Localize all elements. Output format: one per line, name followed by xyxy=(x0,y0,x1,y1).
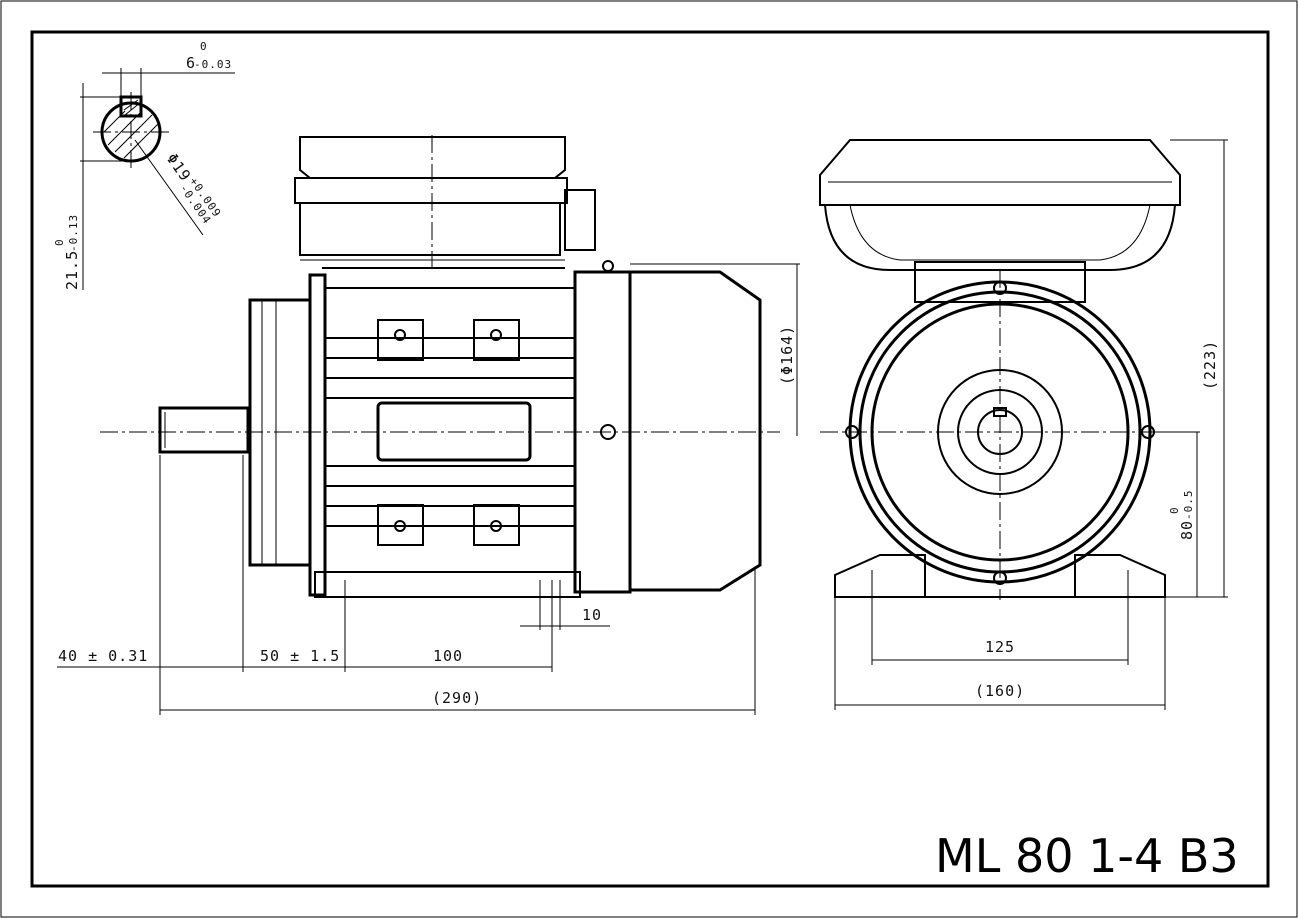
drawing-frame xyxy=(30,30,1270,888)
key-height-tol-lower: -0.13 xyxy=(67,214,80,252)
shaft-length-dim: 40 ± 0.31 xyxy=(58,647,148,665)
shaft-height-dim: 80 xyxy=(1178,520,1196,540)
shaft-height-tol-upper: 0 xyxy=(1168,506,1181,514)
key-width-tol-lower: -0.03 xyxy=(194,58,232,71)
key-width-tol-upper: 0 xyxy=(200,40,208,53)
foot-hole-spacing-side-dim: 100 xyxy=(433,647,463,665)
frame-diameter-dim: (Φ164) xyxy=(778,325,796,385)
shaft-height-tol-lower: -0.5 xyxy=(1182,490,1195,521)
foot-hole-dia-dim: 10 xyxy=(582,606,602,624)
shoulder-to-foot-hole-dim: 50 ± 1.5 xyxy=(260,647,340,665)
key-height-tol-upper: 0 xyxy=(53,238,66,246)
motor-side-view xyxy=(100,135,780,598)
shaft-section-view xyxy=(80,68,235,290)
key-height-dim: 21.5 xyxy=(63,250,81,290)
side-view-dimension-lines xyxy=(57,263,800,715)
motor-front-view xyxy=(819,139,1181,600)
drawing-title: ML 80 1-4 B3 xyxy=(935,829,1239,883)
overall-length-dim: (290) xyxy=(432,689,482,707)
overall-width-dim: (160) xyxy=(975,682,1025,700)
key-width-dim: 6 xyxy=(186,54,196,72)
foot-hole-spacing-front-dim: 125 xyxy=(985,638,1015,656)
front-view-dimension-lines xyxy=(834,139,1228,710)
overall-height-dim: (223) xyxy=(1201,340,1219,390)
